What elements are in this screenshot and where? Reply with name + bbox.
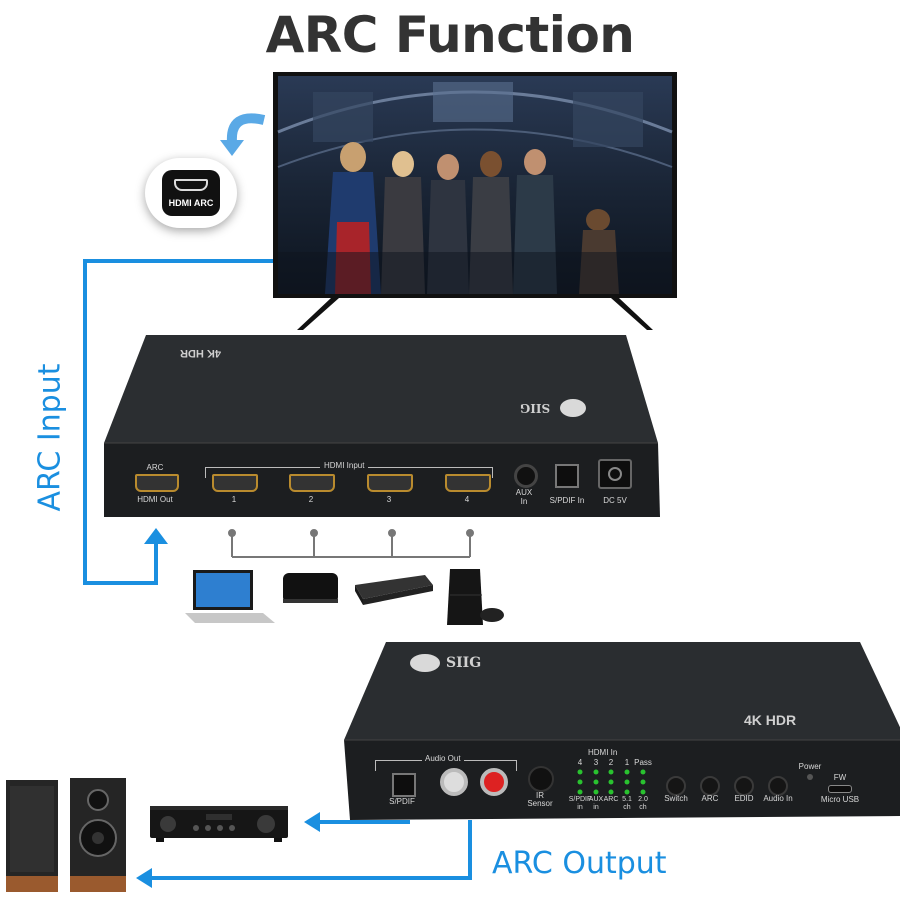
top-switch-device: 4K HDR SIIG ARC HDMI Out HDMI Input 1 2 … bbox=[100, 333, 662, 523]
edid-button-label: EDID bbox=[734, 794, 754, 803]
arc-button[interactable] bbox=[700, 776, 720, 796]
ir-sensor bbox=[528, 766, 554, 792]
switch-button-label: Switch bbox=[664, 794, 688, 803]
tv-illustration bbox=[273, 72, 677, 330]
siig-brand-top: SIIG bbox=[520, 401, 551, 415]
power-led bbox=[807, 774, 813, 780]
top-4k-hdr-badge: 4K HDR bbox=[180, 347, 221, 359]
ir-label: IR bbox=[536, 791, 544, 800]
led-bottom-aux: AUX bbox=[588, 796, 604, 803]
hdmi-in-2-label: 2 bbox=[308, 495, 314, 504]
curved-arrow-icon bbox=[220, 113, 266, 156]
audio-out-label: Audio Out bbox=[422, 754, 464, 763]
spdif-in-label: S/PDIF In bbox=[549, 496, 585, 505]
hdmi-port-icon bbox=[174, 179, 208, 191]
spdif-out-label: S/PDIF bbox=[389, 797, 415, 806]
top-badge-text: 4K HDR bbox=[180, 347, 221, 359]
bottom-switch-device: SIIG 4K HDR Audio Out S/PDIF IR Sensor H… bbox=[340, 640, 900, 830]
rca-red-jack bbox=[480, 768, 508, 796]
led-label-3: 3 bbox=[593, 758, 599, 767]
bluray-player-icon bbox=[355, 575, 433, 605]
led-bottom2-ch-b: ch bbox=[639, 804, 647, 811]
micro-usb-port bbox=[828, 785, 852, 793]
top-device-body bbox=[104, 335, 660, 517]
hdmi-in-2-port bbox=[289, 474, 335, 492]
laptop-icon bbox=[185, 570, 275, 623]
led-bottom2-in-b: in bbox=[593, 804, 599, 811]
bottom-device-body bbox=[344, 642, 900, 820]
led-label-1: 1 bbox=[624, 758, 630, 767]
siig-logo-top bbox=[560, 399, 586, 417]
hdmi-in-1-label: 1 bbox=[231, 495, 237, 504]
fw-label: FW bbox=[833, 773, 847, 782]
led-bottom-spdif: S/PDIF bbox=[568, 796, 592, 803]
spdif-in-port bbox=[555, 464, 579, 488]
dc-5v-label: DC 5V bbox=[603, 496, 627, 505]
audio-in-button-label: Audio In bbox=[763, 794, 793, 803]
aux-in-label: In bbox=[520, 497, 528, 506]
arc-button-label: ARC bbox=[701, 794, 719, 803]
siig-brand-bottom: SIIG bbox=[446, 655, 482, 671]
led-label-pass: Pass bbox=[634, 758, 652, 767]
sensor-label: Sensor bbox=[527, 799, 553, 808]
speakers-icon bbox=[6, 778, 126, 892]
input-source-devices bbox=[185, 569, 504, 625]
status-leds bbox=[577, 769, 646, 795]
led-bottom-arc: ARC bbox=[603, 796, 619, 803]
hdmi-input-label: HDMI Input bbox=[320, 461, 369, 470]
rca-white-jack bbox=[440, 768, 468, 796]
hdmi-in-1-port bbox=[212, 474, 258, 492]
siig-logo-bottom bbox=[410, 654, 440, 672]
hdmi-arc-badge-label: HDMI ARC bbox=[168, 198, 214, 208]
switch-button[interactable] bbox=[666, 776, 686, 796]
hdmi-in-3-label: 3 bbox=[386, 495, 392, 504]
game-console-icon bbox=[447, 569, 504, 625]
page-title: ARC Function bbox=[265, 6, 635, 64]
hdmi-arc-badge: HDMI ARC bbox=[145, 158, 237, 228]
media-box-icon bbox=[283, 573, 338, 603]
tv bbox=[273, 72, 677, 330]
bottom-4k-hdr-badge: 4K HDR bbox=[744, 712, 797, 728]
hdmi-in-3-port bbox=[367, 474, 413, 492]
hdmi-in-4-port bbox=[445, 474, 491, 492]
hdmi-out-port bbox=[135, 474, 179, 492]
amplifier-icon bbox=[150, 806, 288, 842]
arc-input-label: ARC Input bbox=[32, 363, 68, 512]
arc-output-label: ARC Output bbox=[492, 846, 667, 881]
led-label-2: 2 bbox=[608, 758, 614, 767]
audio-in-button[interactable] bbox=[768, 776, 788, 796]
led-bottom-51: 5.1 bbox=[622, 796, 632, 803]
edid-button[interactable] bbox=[734, 776, 754, 796]
arc-port-label: ARC bbox=[146, 463, 164, 472]
spdif-out-port bbox=[392, 773, 416, 797]
dc-power-jack bbox=[598, 459, 632, 489]
led-bottom-20: 2.0 bbox=[638, 796, 648, 803]
power-label: Power bbox=[798, 762, 822, 771]
led-bottom2-in-a: in bbox=[577, 804, 583, 811]
micro-usb-label: Micro USB bbox=[820, 795, 860, 804]
hdmi-out-label: HDMI Out bbox=[137, 495, 173, 504]
hdmi-in-4-label: 4 bbox=[464, 495, 470, 504]
led-label-4: 4 bbox=[577, 758, 583, 767]
aux-label: AUX bbox=[515, 488, 533, 497]
led-bottom2-ch-a: ch bbox=[623, 804, 631, 811]
aux-jack bbox=[514, 464, 538, 488]
hdmi-in-led-label: HDMI In bbox=[588, 748, 618, 757]
